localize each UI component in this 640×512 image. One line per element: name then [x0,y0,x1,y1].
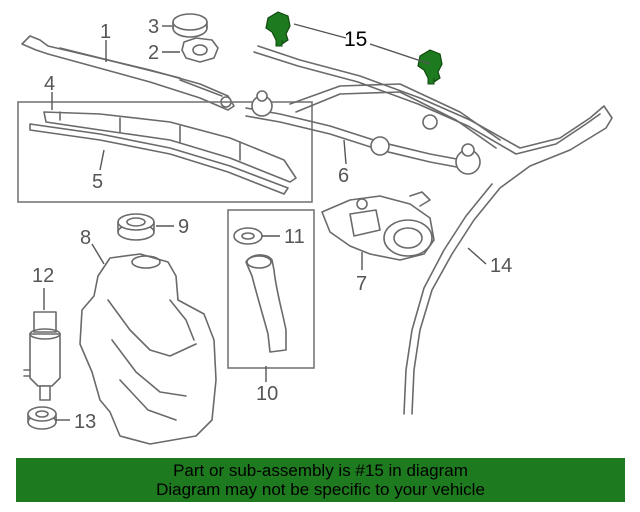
part-13-pump-grommet[interactable] [27,406,57,430]
callout-2: 2 [148,42,159,64]
part-2-nut[interactable] [181,37,219,63]
callout-1: 1 [100,21,111,43]
part-3-cap[interactable] [172,13,208,38]
part-8-reservoir[interactable] [79,253,217,445]
part-11-grommet[interactable] [233,227,263,245]
callout-9: 9 [178,216,189,238]
callout-7: 7 [356,273,367,295]
callout-box-4-5 [17,101,313,203]
parts-diagram: 1 2 3 4 5 6 7 8 9 10 11 12 13 14 15 [17,11,613,445]
callout-12: 12 [32,265,54,287]
nozzle-fill [265,11,291,45]
leader-lines [43,23,487,421]
part-15-washer-nozzle-right[interactable] [417,49,443,85]
callout-14: 14 [490,255,512,277]
callout-15: 15 [344,28,367,51]
callout-3: 3 [148,16,159,38]
callout-11: 11 [284,226,305,248]
part-7-wiper-motor[interactable] [321,191,435,261]
part-10-filler-neck[interactable] [245,254,287,353]
part-5-blade-insert[interactable] [29,123,289,195]
callout-13: 13 [74,411,96,433]
part-14-washer-hose[interactable] [253,45,613,415]
part-12-washer-pump[interactable] [23,311,61,401]
banner-line-1: Part or sub-assembly is #15 in diagram [173,461,468,480]
callout-8: 8 [80,227,91,249]
part-15-washer-nozzle-left[interactable] [265,11,291,47]
callout-10: 10 [256,383,278,405]
callout-box-10-11 [227,209,315,369]
banner-line-2: Diagram may not be specific to your vehi… [156,480,485,499]
callout-4: 4 [44,73,55,95]
info-banner: Part or sub-assembly is #15 in diagram D… [16,458,625,502]
part-9-seal[interactable] [117,213,155,241]
callout-5: 5 [92,171,103,193]
callout-6: 6 [338,165,349,187]
part-4-wiper-blade[interactable] [43,111,297,183]
part-6-wiper-linkage[interactable] [245,83,501,175]
callout-labels: 1 2 3 4 5 6 7 8 9 10 11 12 13 14 15 [32,16,512,433]
